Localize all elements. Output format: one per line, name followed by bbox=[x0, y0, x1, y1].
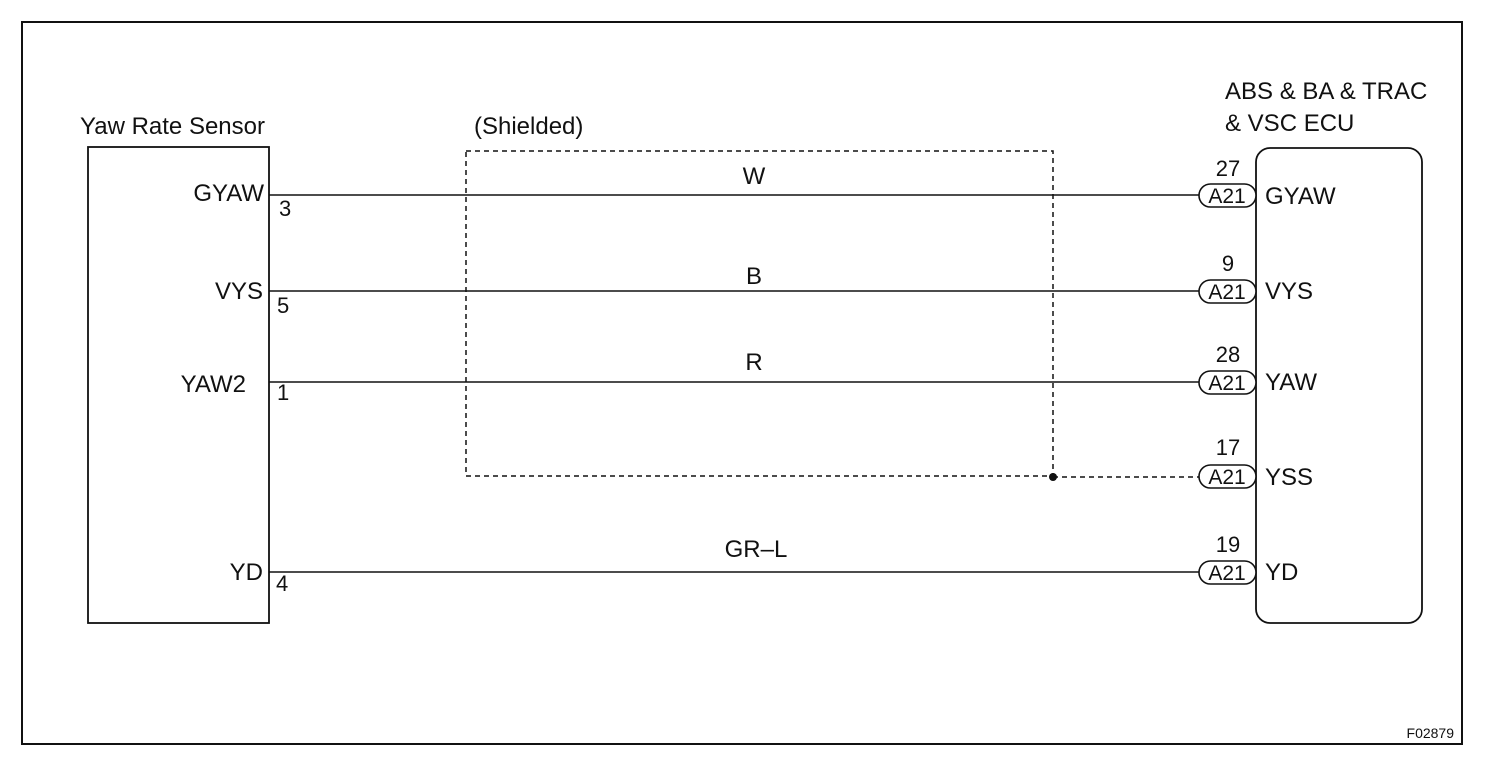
ecu-terminal-yss: YSS bbox=[1265, 464, 1313, 491]
connector-label-yss: A21 bbox=[1208, 466, 1245, 489]
connector-label-yd: A21 bbox=[1208, 562, 1245, 585]
ecu-title-line2: & VSC ECU bbox=[1225, 110, 1354, 137]
figure-reference: F02879 bbox=[1407, 725, 1455, 741]
connector-a21-gyaw bbox=[1198, 183, 1257, 208]
connector-a21-yaw bbox=[1198, 370, 1257, 395]
ecu-pin-28: 28 bbox=[1216, 342, 1240, 367]
wire-color-w: W bbox=[743, 163, 766, 190]
ecu-pin-27: 27 bbox=[1216, 156, 1240, 181]
sensor-pin-5: 5 bbox=[277, 293, 289, 318]
ecu-terminal-vys: VYS bbox=[1265, 278, 1313, 305]
sensor-terminal-gyaw: GYAW bbox=[193, 180, 264, 207]
connector-a21-vys bbox=[1198, 279, 1257, 304]
ecu-pin-9: 9 bbox=[1222, 251, 1234, 276]
connector-label-gyaw: A21 bbox=[1208, 185, 1245, 208]
sensor-terminal-yaw2: YAW2 bbox=[181, 371, 246, 398]
sensor-pin-1: 1 bbox=[277, 380, 289, 405]
diagram-frame bbox=[21, 21, 1463, 745]
sensor-box bbox=[87, 146, 270, 624]
shield-junction-dot bbox=[1049, 473, 1057, 481]
ecu-terminal-yd: YD bbox=[1265, 559, 1298, 586]
ecu-terminal-gyaw: GYAW bbox=[1265, 183, 1336, 210]
ecu-pin-17: 17 bbox=[1216, 435, 1240, 460]
sensor-terminal-vys: VYS bbox=[215, 278, 263, 305]
wire-color-gr-l: GR–L bbox=[725, 536, 788, 563]
sensor-title: Yaw Rate Sensor bbox=[80, 113, 265, 140]
ecu-terminal-yaw: YAW bbox=[1265, 369, 1317, 396]
shield-label: (Shielded) bbox=[474, 113, 583, 140]
wire-color-r: R bbox=[745, 349, 762, 376]
shield-boundary bbox=[465, 150, 1054, 477]
sensor-terminal-yd: YD bbox=[230, 559, 263, 586]
wire-color-b: B bbox=[746, 263, 762, 290]
connector-a21-yss bbox=[1198, 464, 1257, 489]
sensor-pin-4: 4 bbox=[276, 571, 288, 596]
connector-label-vys: A21 bbox=[1208, 281, 1245, 304]
ecu-pin-19: 19 bbox=[1216, 532, 1240, 557]
connector-a21-yd bbox=[1198, 560, 1257, 585]
connector-label-yaw: A21 bbox=[1208, 372, 1245, 395]
sensor-pin-3: 3 bbox=[279, 196, 291, 221]
ecu-title-line1: ABS & BA & TRAC bbox=[1225, 78, 1427, 105]
